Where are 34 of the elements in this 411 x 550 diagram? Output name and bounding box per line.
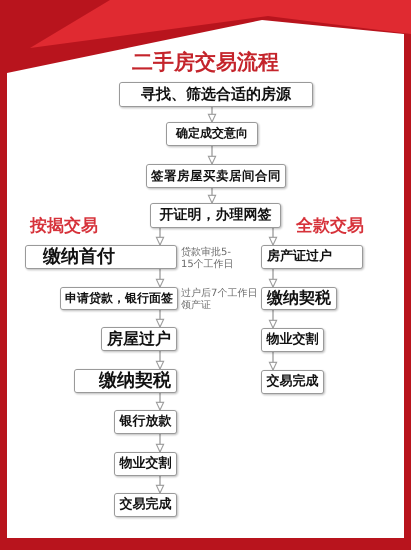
step-box: 寻找、筛选合适的房源 bbox=[119, 82, 313, 107]
step-box: 房屋过户 bbox=[101, 327, 177, 351]
arrow bbox=[268, 269, 278, 288]
arrow bbox=[156, 310, 164, 328]
step-box: 物业交割 bbox=[114, 452, 177, 476]
arrow bbox=[208, 188, 216, 204]
step-box: 签署房屋买卖居间合同 bbox=[146, 164, 286, 188]
arrow bbox=[156, 228, 164, 246]
step-box: 交易完成 bbox=[114, 493, 177, 517]
arrow bbox=[268, 352, 278, 371]
duration-note: 贷款审批5-15个工作日 bbox=[181, 247, 235, 271]
step-box: 缴纳契税 bbox=[261, 287, 337, 310]
step-box: 物业交割 bbox=[261, 328, 324, 352]
branch-heading: 按揭交易 bbox=[30, 216, 99, 236]
arrow bbox=[208, 146, 216, 165]
arrow bbox=[268, 310, 278, 329]
step-box: 开证明，办理网签 bbox=[150, 203, 281, 228]
step-box: 银行放款 bbox=[114, 410, 177, 434]
arrow bbox=[156, 393, 164, 411]
arrow bbox=[156, 269, 164, 288]
arrow bbox=[156, 476, 164, 494]
arrow bbox=[268, 228, 278, 246]
step-box: 申请贷款，银行面签 bbox=[60, 287, 178, 310]
step-box: 交易完成 bbox=[261, 370, 324, 394]
duration-note: 过户后7个工作日领产证 bbox=[181, 288, 258, 312]
title: 二手房交易流程 bbox=[131, 50, 280, 74]
arrow bbox=[156, 434, 164, 453]
branch-heading: 全款交易 bbox=[296, 216, 365, 236]
step-box: 房产证过户 bbox=[261, 245, 363, 269]
step-box: 确定成交意向 bbox=[166, 122, 258, 146]
arrow bbox=[208, 107, 216, 123]
step-box: 缴纳契税 bbox=[74, 369, 177, 393]
step-box: 缴纳首付 bbox=[25, 245, 177, 269]
arrow bbox=[156, 351, 164, 370]
